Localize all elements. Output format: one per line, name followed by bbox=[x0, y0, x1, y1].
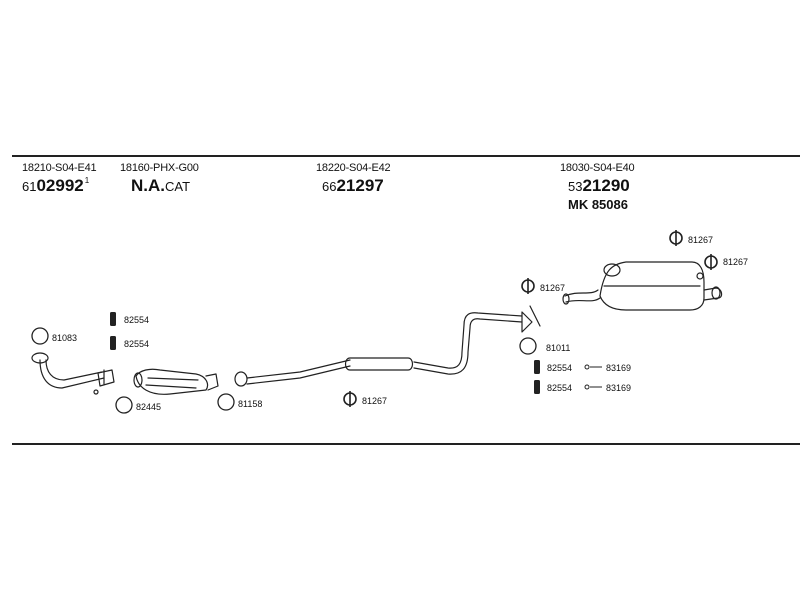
middle-pipe bbox=[234, 305, 541, 387]
top-divider bbox=[12, 155, 800, 157]
spring-83169-b-icon bbox=[584, 384, 602, 390]
bottom-divider bbox=[12, 443, 800, 445]
bolt-82554-a-icon bbox=[110, 312, 116, 326]
part-label-81083: 81083 bbox=[52, 333, 78, 343]
front-pipe-oem-code: 18210-S04-E41 bbox=[22, 162, 97, 174]
spring-83169-a-icon bbox=[584, 364, 602, 370]
part-label-81011: 81011 bbox=[546, 343, 571, 353]
middle-pipe-oem-code: 18220-S04-E42 bbox=[316, 162, 391, 174]
front-pipe bbox=[31, 352, 115, 395]
part-label-81267-mid: 81267 bbox=[362, 396, 388, 406]
rear-muffler-part-number: 5321290 bbox=[568, 176, 630, 195]
rear-muffler-oem-code: 18030-S04-E40 bbox=[560, 162, 635, 174]
hanger-81267-pipe-icon bbox=[521, 278, 535, 294]
catalyst-part-number: N.A.CAT bbox=[131, 176, 191, 195]
part-label-81267-pipe: 81267 bbox=[540, 283, 566, 293]
hanger-81267-right-icon bbox=[704, 254, 718, 270]
ring-81158-icon bbox=[217, 393, 235, 411]
part-label-81158: 81158 bbox=[238, 399, 263, 409]
part-label-83169-a: 83169 bbox=[606, 363, 632, 373]
part-label-82554-b: 82554 bbox=[124, 339, 150, 349]
middle-pipe-part-number: 6621297 bbox=[322, 176, 384, 195]
part-label-81267-top: 81267 bbox=[688, 235, 714, 245]
front-pipe-part-number: 61029921 bbox=[22, 176, 90, 195]
ring-81011-icon bbox=[519, 337, 537, 355]
bolt-82554-c-icon bbox=[534, 360, 540, 374]
rear-muffler bbox=[562, 261, 723, 311]
bolt-82554-b-icon bbox=[110, 336, 116, 350]
ring-81083-icon bbox=[31, 327, 49, 345]
part-label-83169-b: 83169 bbox=[606, 383, 632, 393]
part-label-82445: 82445 bbox=[136, 402, 162, 412]
part-label-82554-c: 82554 bbox=[547, 363, 573, 373]
part-label-82554-d: 82554 bbox=[547, 383, 573, 393]
bolt-82554-d-icon bbox=[534, 380, 540, 394]
hanger-81267-top-icon bbox=[669, 230, 683, 246]
hanger-81267-mid-icon bbox=[343, 391, 357, 407]
rear-muffler-mk-number: MK 85086 bbox=[568, 197, 628, 212]
part-label-82554-a: 82554 bbox=[124, 315, 150, 325]
ring-82445-icon bbox=[115, 396, 133, 414]
part-label-81267-right: 81267 bbox=[723, 257, 749, 267]
catalytic-converter bbox=[133, 368, 219, 395]
catalyst-oem-code: 18160-PHX-G00 bbox=[120, 162, 199, 174]
